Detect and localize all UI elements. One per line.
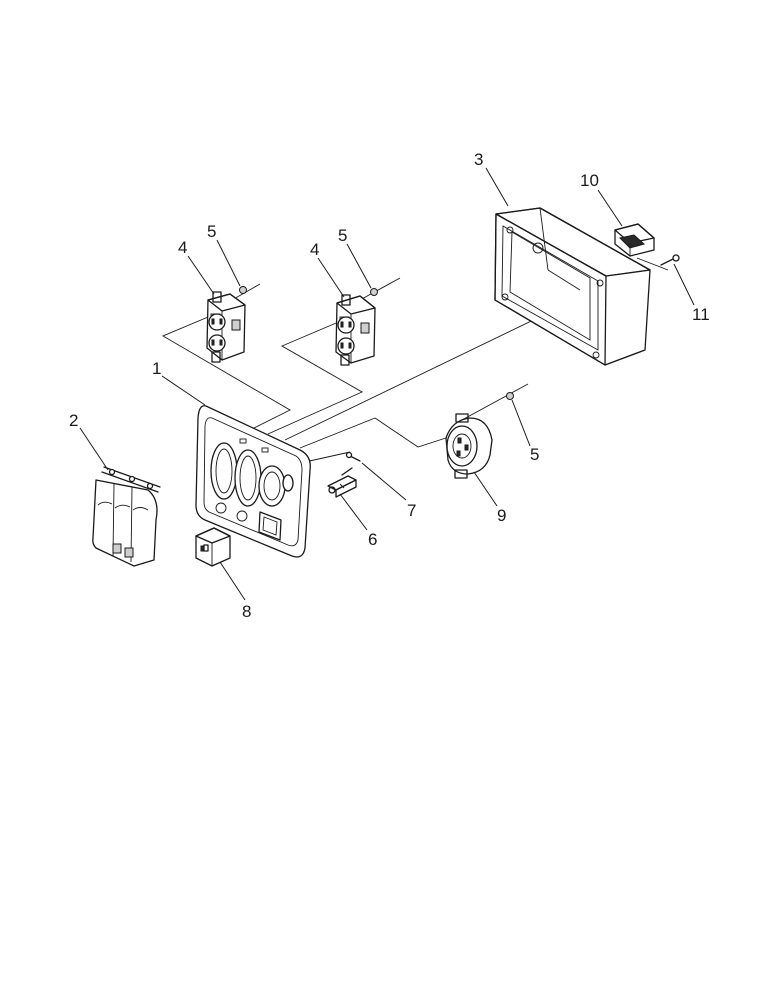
twist-lock-receptacle (445, 413, 493, 479)
screw-11 (660, 254, 680, 266)
callout-3: 3 (474, 150, 483, 169)
circuit-breaker (327, 467, 357, 498)
nut-5-right (370, 288, 378, 296)
callout-5-left: 5 (207, 222, 216, 241)
control-panel (195, 405, 311, 558)
usb-module (195, 527, 231, 567)
callout-5-right: 5 (338, 226, 347, 245)
leader-lines (79, 167, 695, 601)
outlet-box-housing (494, 207, 651, 366)
callout-5-lower: 5 (530, 445, 539, 464)
callout-6: 6 (368, 530, 377, 549)
nut-5-lower (506, 392, 514, 400)
duplex-receptacle-left (206, 291, 246, 363)
callout-labels: 1 2 3 4 4 5 5 5 6 7 8 9 10 11 (69, 150, 710, 621)
callout-7: 7 (407, 501, 416, 520)
duplex-receptacle-right (335, 294, 376, 366)
callout-8: 8 (242, 602, 251, 621)
nut-5-left (239, 286, 247, 294)
callout-9: 9 (497, 506, 506, 525)
rocker-switch (614, 223, 655, 257)
callout-2: 2 (69, 411, 78, 430)
wiring-lines (161, 257, 669, 463)
callout-10: 10 (580, 171, 599, 190)
callout-4-right: 4 (310, 240, 319, 259)
screw-7 (345, 451, 361, 462)
callout-11: 11 (692, 305, 710, 324)
callout-4-left: 4 (178, 238, 187, 257)
callout-1: 1 (152, 359, 161, 378)
outlet-cover (92, 466, 161, 567)
